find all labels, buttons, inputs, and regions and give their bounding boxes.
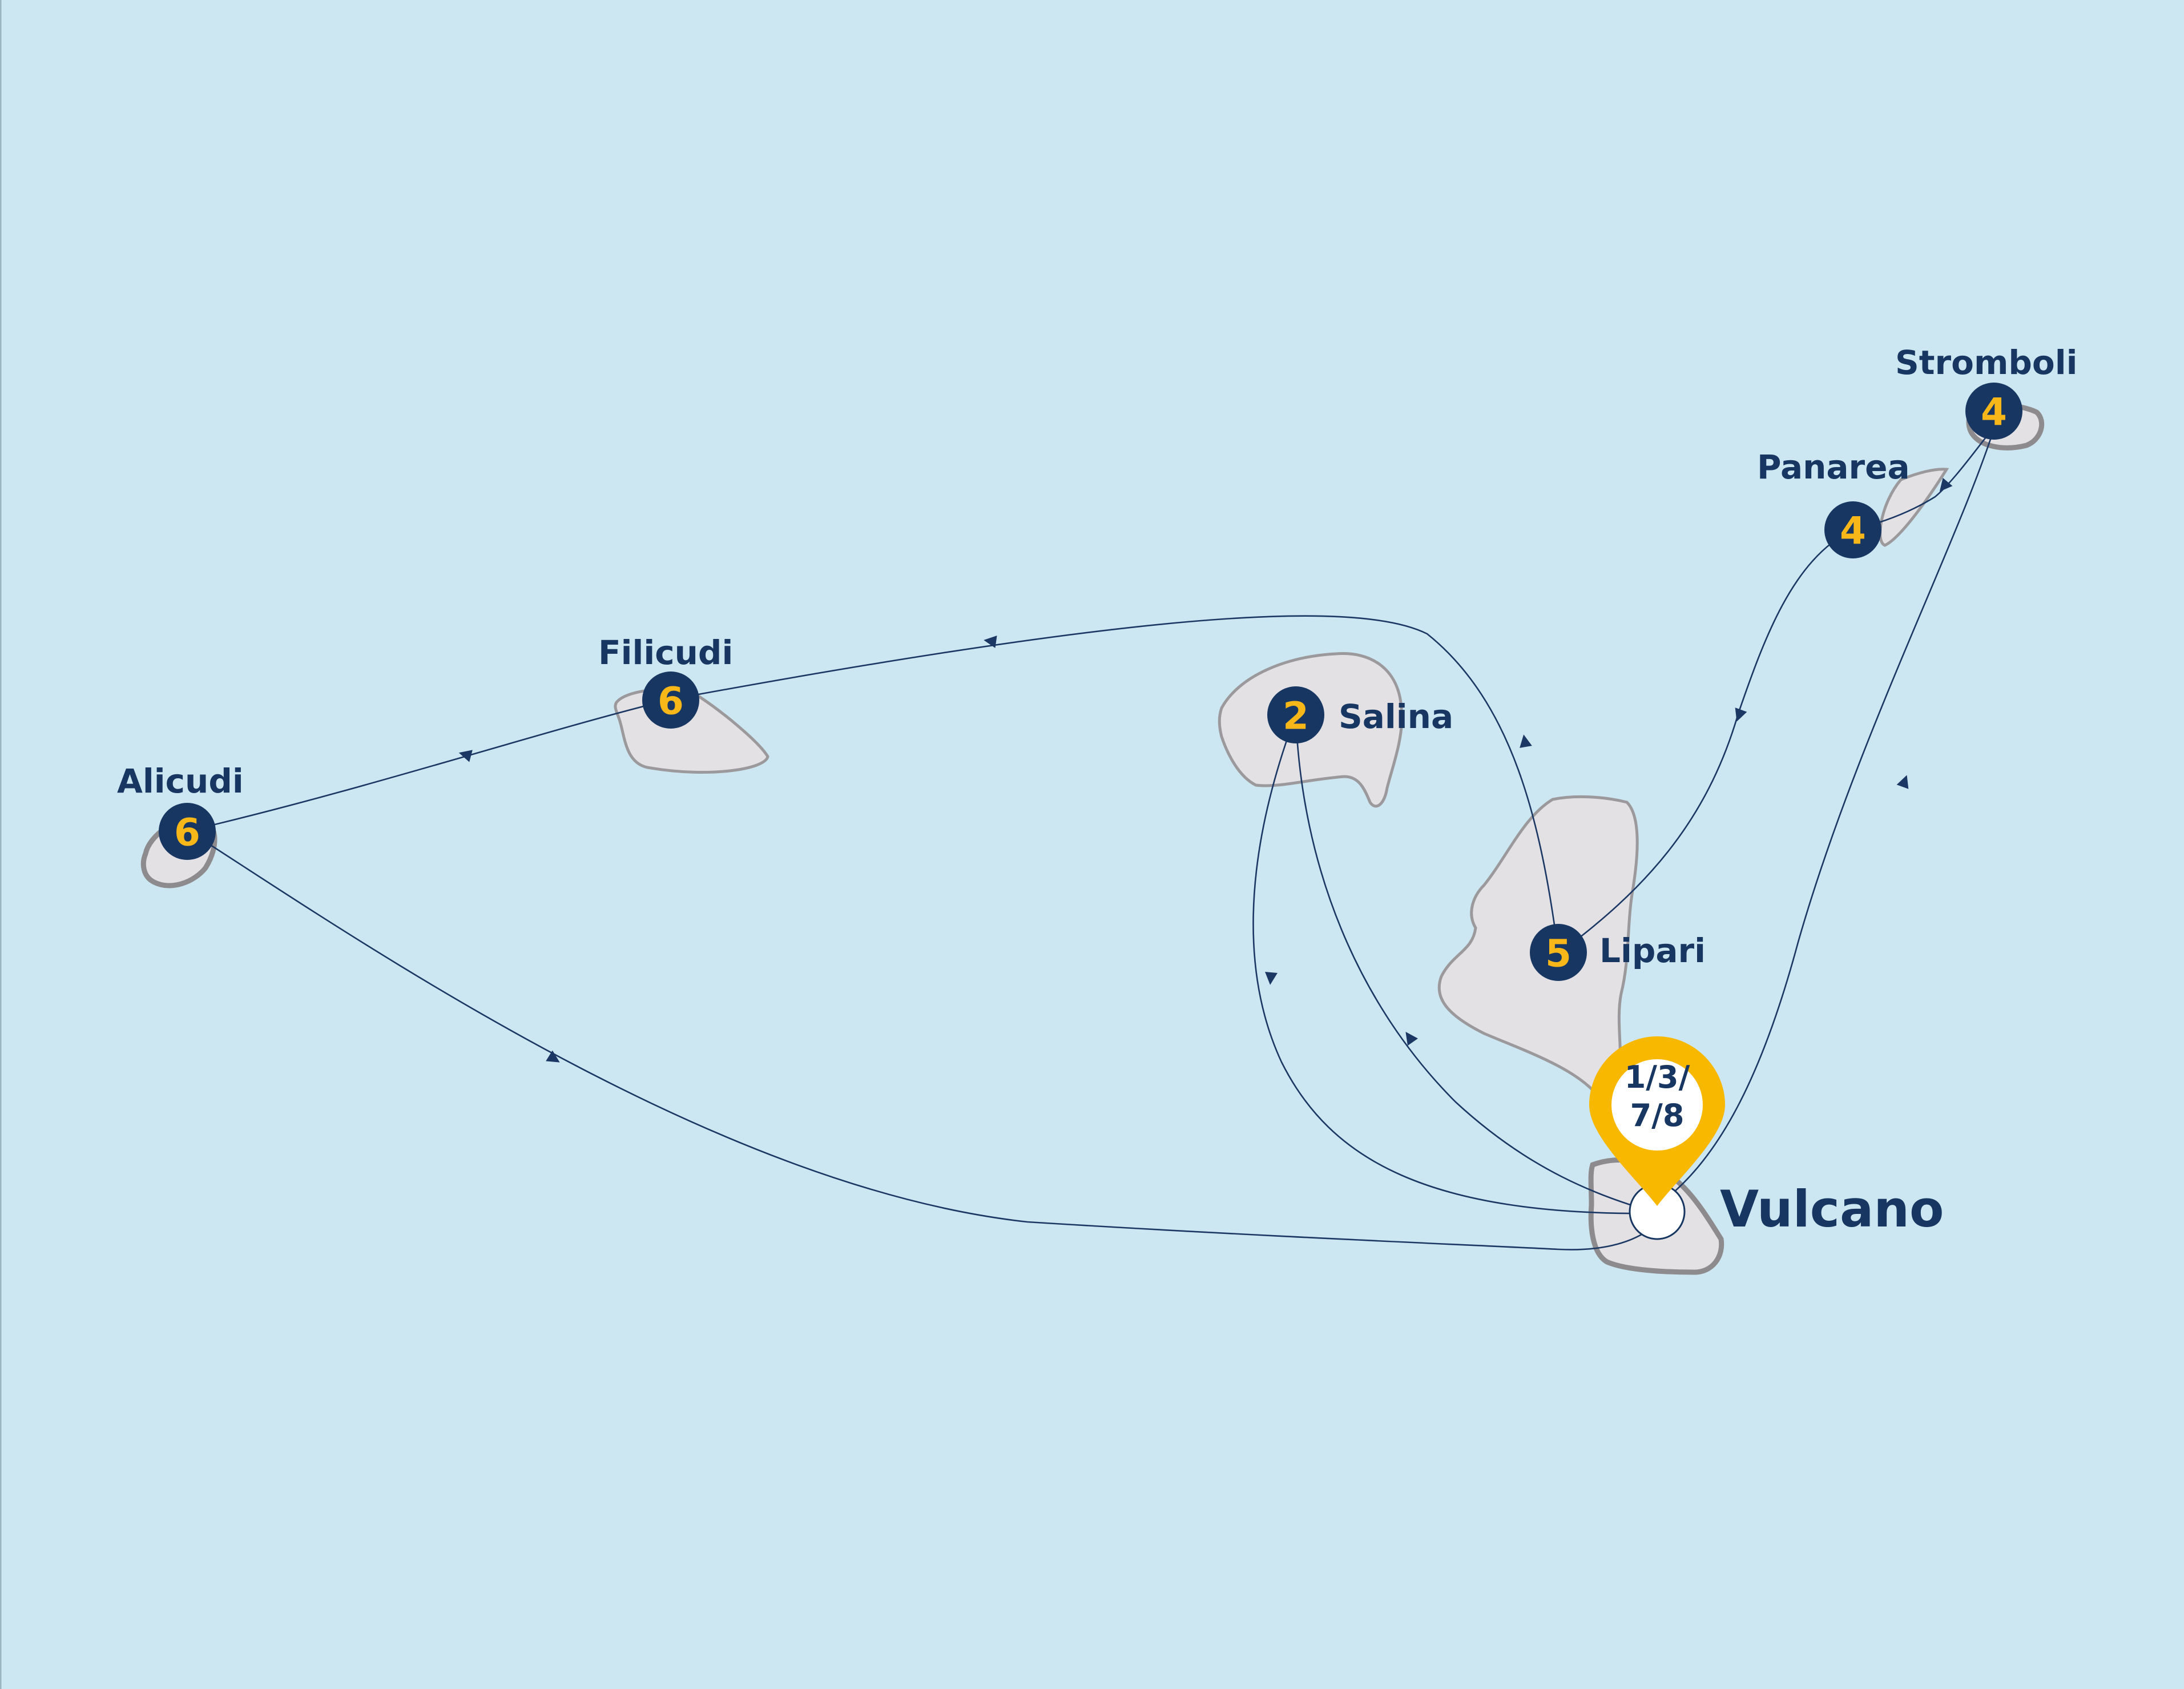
route-salina-vulcano-east [1295,714,1659,1215]
route-vulcano-stromboli [1658,425,1996,1206]
alicudi-day: 6 [174,811,200,855]
route-filicudi-alicudi [188,698,671,832]
route-alicudi-vulcano [188,830,1659,1250]
route-arrow [1405,1031,1419,1046]
pin-inner [1611,1059,1703,1151]
panarea-label: Panarea [1757,448,1910,486]
filicudi-marker[interactable]: 6 [642,671,699,729]
route-arrow [1735,707,1747,722]
pin-days-line1: 1/3/ [1625,1059,1690,1095]
route-arrow [1939,477,1953,492]
route-arrow [1896,775,1909,789]
alicudi-marker[interactable]: 6 [159,803,216,860]
stromboli-label: Stromboli [1895,343,2078,382]
route-arrow [1520,734,1532,748]
route-arrow [984,636,997,648]
panarea-island [1879,468,1949,547]
salina-marker[interactable]: 2 [1267,686,1324,743]
alicudi-label: Alicudi [117,762,244,801]
salina-label: Salina [1339,697,1453,736]
route-arrow [458,750,473,762]
route-arrow [546,1050,560,1063]
lipari-day: 5 [1545,932,1571,976]
lipari-label: Lipari [1599,931,1706,970]
salina-day: 2 [1283,694,1309,738]
route-vulcano-salina-west [1252,714,1659,1215]
route-arrow [1265,972,1278,985]
route-panarea-lipari [1558,529,1853,955]
vulcano-label: Vulcano [1720,1180,1944,1238]
filicudi-label: Filicudi [598,633,733,672]
vulcano-start-pin[interactable]: 1/3/ 7/8 [1589,1036,1725,1240]
route-stromboli-panarea [1852,425,1996,531]
pin-days-line2: 7/8 [1630,1097,1685,1133]
lipari-marker[interactable]: 5 [1530,924,1587,981]
panarea-marker[interactable]: 4 [1824,501,1881,558]
filicudi-day: 6 [658,679,684,723]
stromboli-day: 4 [1981,391,2007,435]
stromboli-marker[interactable]: 4 [1965,383,2022,440]
panarea-day: 4 [1840,509,1866,553]
